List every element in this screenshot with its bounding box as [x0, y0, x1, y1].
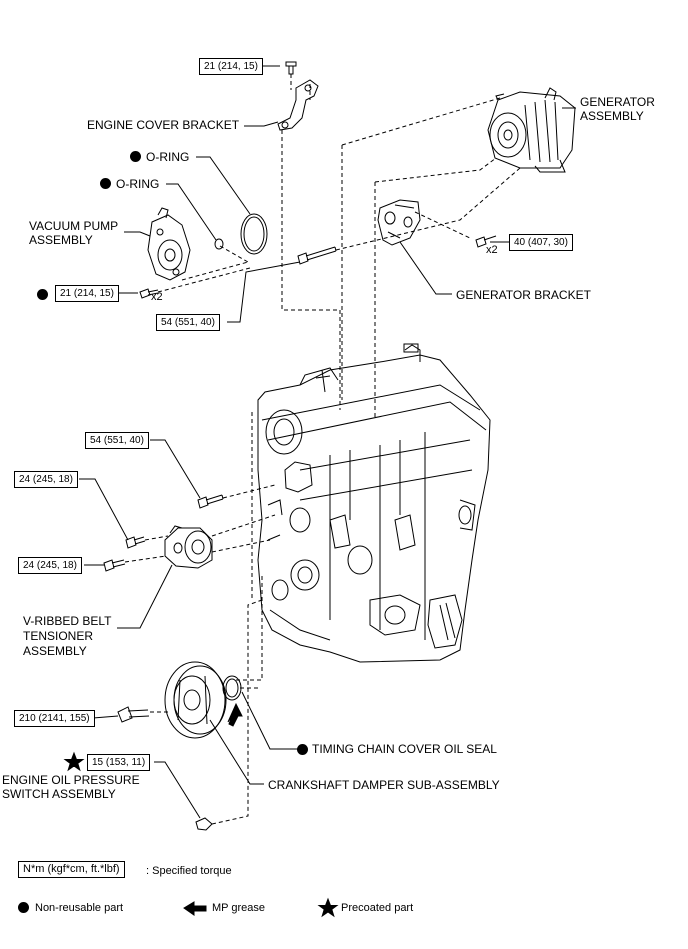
torque-generator-bolt: 40 (407, 30) [509, 234, 573, 251]
torque-cover-bracket-bolt: 21 (214, 15) [199, 58, 263, 75]
multiplier-vacuum-pump: x2 [151, 291, 163, 303]
non-reusable-marker [297, 744, 308, 755]
torque-tensioner-bolt-lower: 24 (245, 18) [18, 557, 82, 574]
multiplier-generator: x2 [486, 244, 498, 256]
torque-oil-switch: 15 (153, 11) [87, 754, 151, 771]
mp-grease-legend-icon [183, 901, 207, 916]
legend-mp-grease: MP grease [212, 902, 265, 914]
label-oil-switch-line1: ENGINE OIL PRESSURE [2, 773, 140, 787]
precoated-legend-icon [317, 897, 339, 918]
label-tensioner-line2: TENSIONER [23, 629, 94, 643]
label-generator-line2: ASSEMBLY [580, 109, 644, 123]
non-reusable-marker [100, 178, 111, 189]
label-crank-damper: CRANKSHAFT DAMPER SUB-ASSEMBLY [268, 778, 500, 792]
torque-long-bolt-lower: 54 (551, 40) [85, 432, 149, 449]
torque-crank-bolt: 210 (2141, 155) [14, 710, 95, 727]
leader-lines [79, 65, 576, 819]
label-o-ring-2: O-RING [116, 177, 160, 191]
torque-vacuum-pump-bolt: 21 (214, 15) [55, 285, 119, 302]
precoated-marker-icon [63, 751, 85, 772]
label-tensioner-line3: ASSEMBLY [23, 644, 87, 658]
label-generator-line1: GENERATOR [580, 95, 655, 109]
label-oil-switch-line2: SWITCH ASSEMBLY [2, 787, 116, 801]
vacuum-pump-drawing [147, 207, 191, 281]
label-o-ring-1: O-RING [146, 150, 190, 164]
oil-switch-drawing [195, 817, 213, 831]
label-oil-seal: TIMING CHAIN COVER OIL SEAL [312, 742, 497, 756]
label-generator-bracket: GENERATOR BRACKET [456, 288, 591, 302]
torque-long-bolt-upper: 54 (551, 40) [156, 314, 220, 331]
o-ring-small [214, 238, 224, 250]
legend-torque-desc: : Specified torque [146, 865, 232, 877]
cover-bracket-drawing [277, 79, 319, 131]
label-tensioner-line1: V-RIBBED BELT [23, 614, 112, 628]
torque-tensioner-bolt-upper: 24 (245, 18) [14, 471, 78, 488]
label-vacuum-pump-line1: VACUUM PUMP [29, 219, 119, 233]
engine-block-drawing [257, 343, 491, 663]
legend-non-reusable-icon [18, 902, 29, 913]
legend-torque-unit: N*m (kgf*cm, ft.*lbf) [18, 861, 125, 878]
crank-damper-drawing [164, 661, 227, 739]
generator-drawing [487, 87, 576, 173]
legend-non-reusable: Non-reusable part [35, 902, 124, 914]
belt-tensioner-drawing [164, 525, 213, 569]
mp-grease-arrow [227, 702, 243, 727]
non-reusable-marker [37, 289, 48, 300]
o-ring-large [240, 213, 268, 255]
legend-precoated: Precoated part [341, 902, 414, 914]
non-reusable-marker [130, 151, 141, 162]
generator-bracket-drawing [377, 199, 421, 246]
alignment-lines [124, 74, 521, 825]
label-vacuum-pump-line2: ASSEMBLY [29, 233, 93, 247]
label-engine-cover-bracket: ENGINE COVER BRACKET [87, 118, 240, 132]
